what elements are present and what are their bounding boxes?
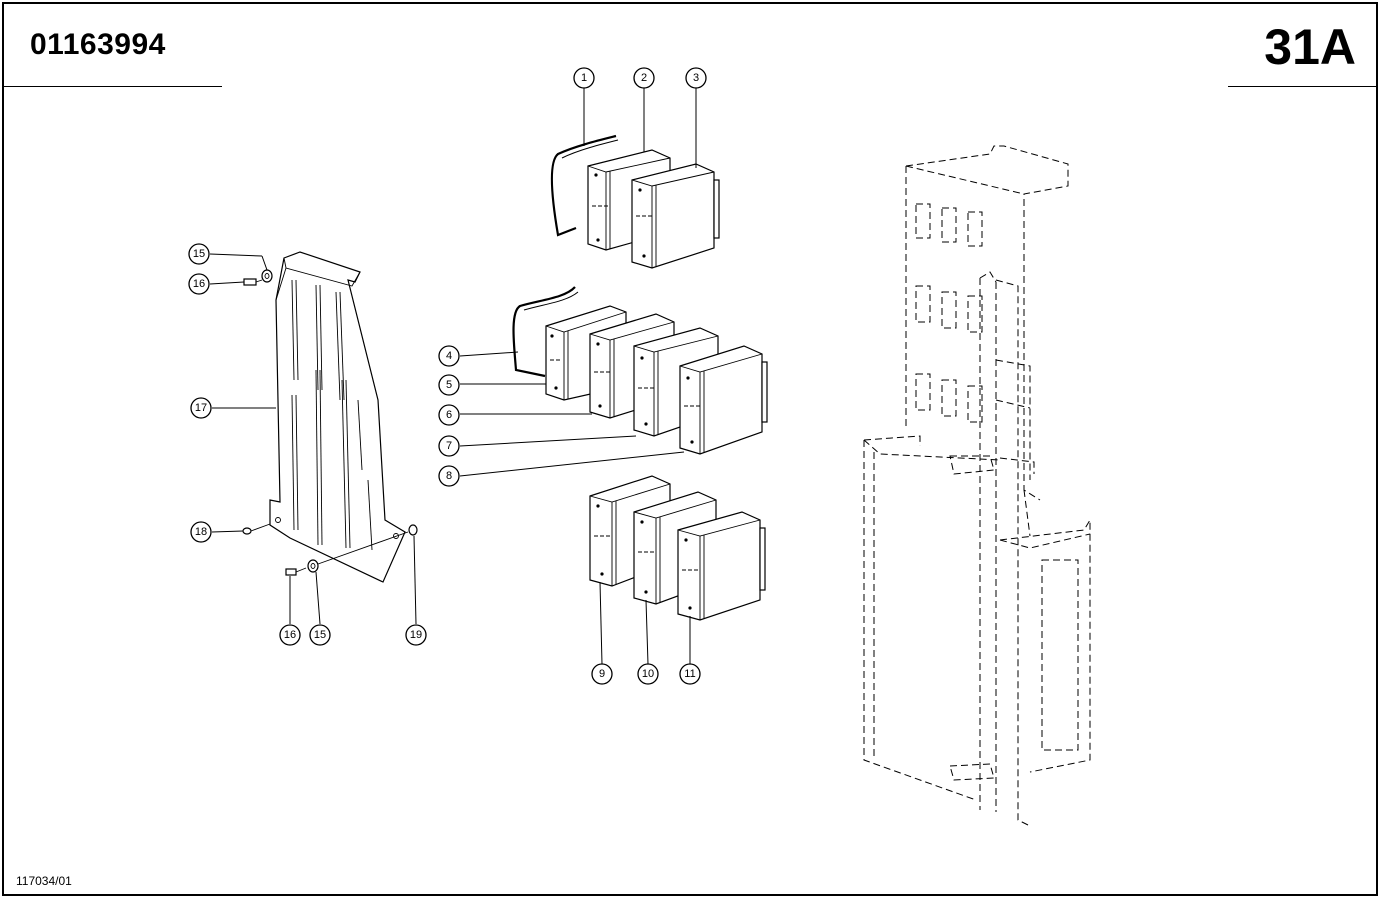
callout-11: 11 bbox=[679, 663, 701, 685]
hardware-middle bbox=[242, 523, 271, 535]
svg-text:10: 10 bbox=[642, 668, 654, 680]
callout-18: 18 bbox=[190, 521, 212, 543]
module-11 bbox=[677, 511, 766, 621]
svg-text:16: 16 bbox=[193, 278, 205, 290]
wire-1 bbox=[550, 134, 619, 237]
mounting-bracket bbox=[269, 251, 406, 583]
callout-3: 3 bbox=[685, 67, 707, 89]
callout-7: 7 bbox=[438, 435, 460, 457]
svg-text:6: 6 bbox=[446, 409, 452, 421]
rack-housing-dashed bbox=[863, 145, 1091, 827]
part-number-underline bbox=[2, 86, 222, 87]
callout-17: 17 bbox=[190, 397, 212, 419]
svg-text:19: 19 bbox=[410, 629, 422, 641]
svg-text:9: 9 bbox=[599, 668, 605, 680]
callout-2: 2 bbox=[633, 67, 655, 89]
hardware-bottom bbox=[285, 524, 418, 576]
svg-text:7: 7 bbox=[446, 440, 452, 452]
drawing-number: 117034/01 bbox=[16, 874, 72, 888]
svg-text:18: 18 bbox=[195, 526, 207, 538]
svg-text:15: 15 bbox=[193, 248, 205, 260]
callout-9: 9 bbox=[591, 663, 613, 685]
leader-lines bbox=[209, 88, 697, 665]
callout-1: 1 bbox=[573, 67, 595, 89]
svg-text:16: 16 bbox=[284, 629, 296, 641]
callout-5: 5 bbox=[438, 374, 460, 396]
svg-text:17: 17 bbox=[195, 402, 207, 414]
module-3 bbox=[631, 163, 720, 269]
callout-6: 6 bbox=[438, 404, 460, 426]
callout-15-bottom: 15 bbox=[309, 624, 331, 646]
callout-15-top: 15 bbox=[188, 243, 210, 265]
callout-8: 8 bbox=[438, 465, 460, 487]
svg-text:11: 11 bbox=[684, 668, 695, 680]
svg-text:3: 3 bbox=[693, 72, 699, 84]
svg-text:2: 2 bbox=[641, 72, 647, 84]
part-number: 01163994 bbox=[30, 28, 166, 61]
wire-4 bbox=[512, 286, 579, 378]
module-8 bbox=[679, 345, 768, 455]
callout-4: 4 bbox=[438, 345, 460, 367]
page-code-underline bbox=[1228, 86, 1378, 87]
callout-16-bottom: 16 bbox=[279, 624, 301, 646]
callout-16-top: 16 bbox=[188, 273, 210, 295]
hardware-top bbox=[243, 269, 273, 286]
page-code: 31A bbox=[1264, 19, 1356, 75]
svg-text:5: 5 bbox=[446, 379, 452, 391]
callout-10: 10 bbox=[637, 663, 659, 685]
svg-text:4: 4 bbox=[446, 350, 452, 362]
svg-text:1: 1 bbox=[581, 72, 587, 84]
svg-text:8: 8 bbox=[446, 470, 452, 482]
svg-text:15: 15 bbox=[314, 629, 326, 641]
callout-19: 19 bbox=[405, 624, 427, 646]
